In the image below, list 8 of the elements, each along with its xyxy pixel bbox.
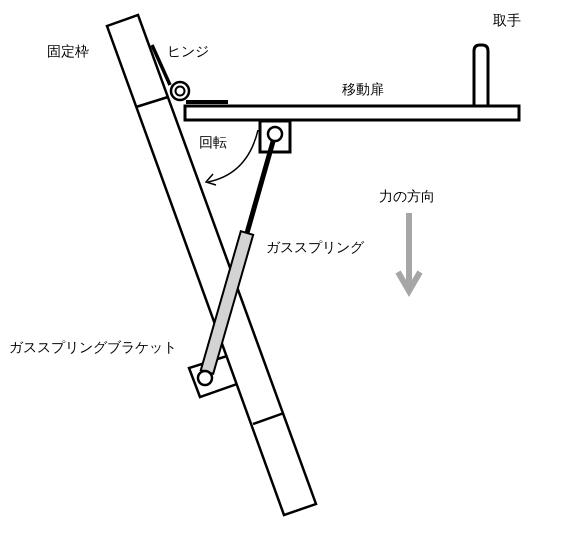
part-label: ヒンジ [167,44,209,60]
part-label: ガススプリング [266,240,364,256]
force-label: 力の方向 [379,189,435,205]
part-label: 取手 [493,13,521,29]
part-label: 移動扉 [342,82,384,98]
part-label: 固定枠 [47,44,89,60]
part-label: ガススプリングブラケット [9,340,177,356]
rotation-label: 回転 [199,135,227,151]
